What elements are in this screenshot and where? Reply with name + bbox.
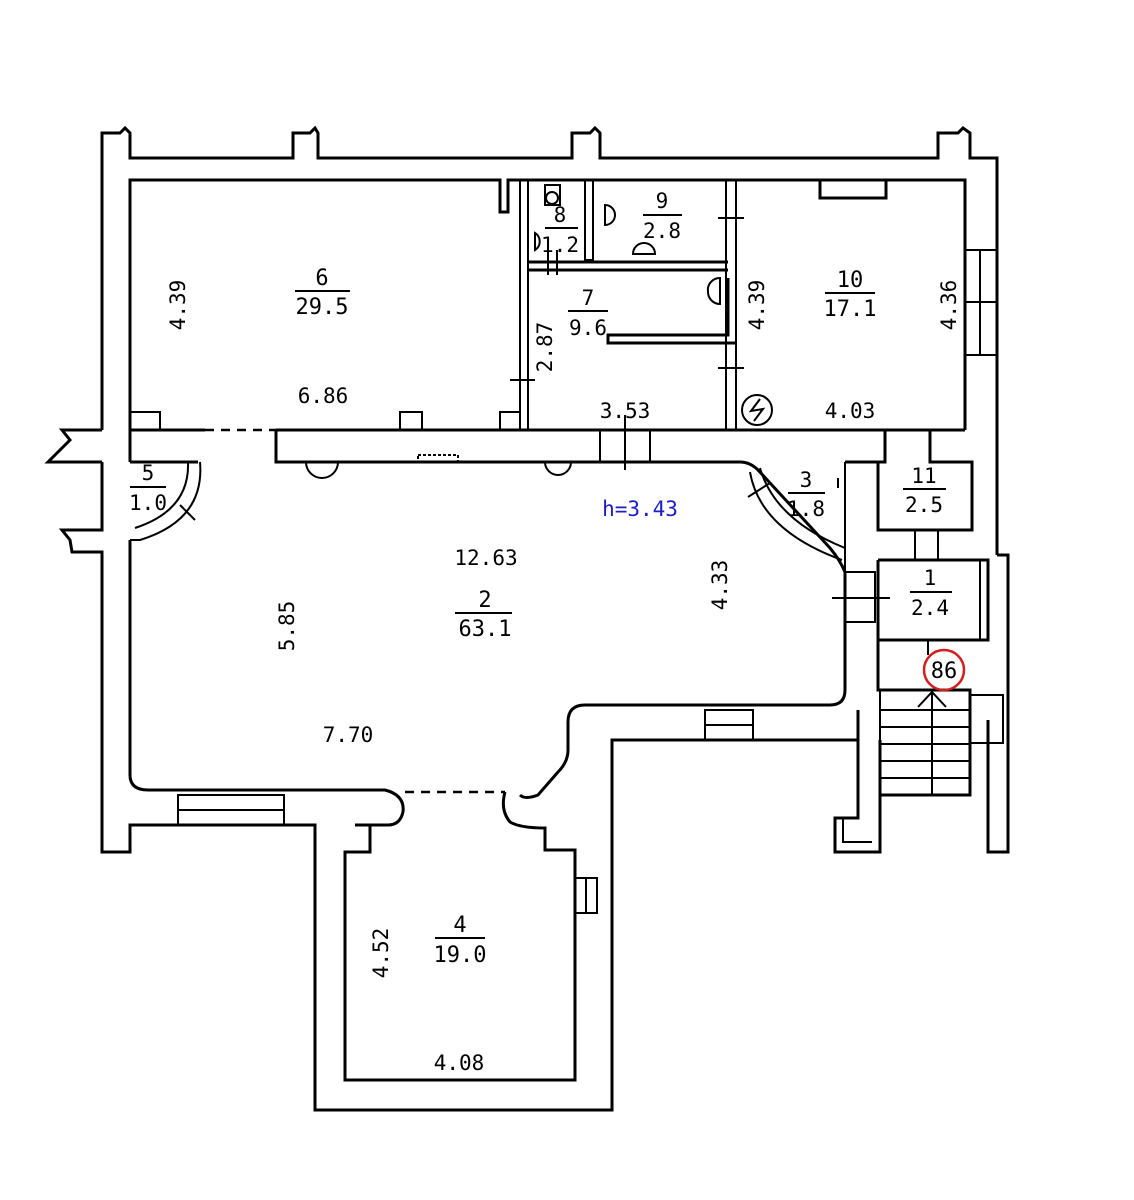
room-number: 1 xyxy=(924,566,937,590)
room-3-label: 3 1.8 xyxy=(787,468,825,521)
staircase xyxy=(833,553,1010,854)
room-number: 8 xyxy=(554,203,567,227)
dim-hall-top: 12.63 xyxy=(454,546,517,570)
dim-hall-right: 4.33 xyxy=(708,560,732,611)
room-area: 1.0 xyxy=(129,491,167,515)
room-7-label: 7 9.6 xyxy=(568,286,608,340)
room-area: 2.8 xyxy=(643,219,681,243)
room-number: 11 xyxy=(911,464,936,488)
rooms-11-1 xyxy=(876,430,990,655)
dim-room6-height: 4.39 xyxy=(166,280,190,331)
room-area: 2.4 xyxy=(911,596,949,620)
room-4-label: 4 19.0 xyxy=(434,913,487,968)
ceiling-height: h=3.43 xyxy=(602,497,678,521)
room-area: 9.6 xyxy=(569,316,607,340)
room-9-label: 9 2.8 xyxy=(643,189,682,243)
outer-walls xyxy=(44,125,999,1112)
room-area: 1.8 xyxy=(787,497,825,521)
marker-label: 86 xyxy=(931,659,958,684)
dim-corridor-width: 3.53 xyxy=(600,399,651,423)
room-area: 63.1 xyxy=(459,617,512,642)
dim-room4-width: 4.08 xyxy=(434,1051,485,1075)
room-number: 4 xyxy=(453,913,466,938)
room-labels: 6 29.5 8 1.2 9 2.8 7 9.6 10 17.1 5 1.0 xyxy=(129,189,952,968)
room-area: 2.5 xyxy=(905,493,943,517)
dim-room10-right: 4.36 xyxy=(937,280,961,331)
room-5-label: 5 1.0 xyxy=(129,461,167,515)
dim-room7-height: 2.87 xyxy=(533,322,557,373)
dim-room10-width: 4.03 xyxy=(825,399,876,423)
room-area: 19.0 xyxy=(434,943,487,968)
dim-hall-left: 5.85 xyxy=(275,601,299,652)
room-number: 7 xyxy=(582,286,595,310)
dimension-labels: 4.39 6.86 2.87 3.53 4.39 4.36 4.03 h=3.4… xyxy=(166,280,961,1075)
room-8-label: 8 1.2 xyxy=(541,203,579,257)
room-number: 6 xyxy=(315,266,328,291)
room-number: 3 xyxy=(800,468,813,492)
dim-hall-bottom: 7.70 xyxy=(323,723,374,747)
room-number: 9 xyxy=(656,189,669,213)
room-number: 10 xyxy=(837,268,864,293)
dim-room10-left: 4.39 xyxy=(745,280,769,331)
dim-room4-height: 4.52 xyxy=(369,928,393,979)
room-10-label: 10 17.1 xyxy=(824,268,877,322)
room-number: 5 xyxy=(142,461,155,485)
room-area: 1.2 xyxy=(541,233,579,257)
dim-room6-width: 6.86 xyxy=(298,384,349,408)
room-area: 17.1 xyxy=(824,297,877,322)
room-11-label: 11 2.5 xyxy=(903,464,946,517)
room-2-label: 2 63.1 xyxy=(455,588,512,642)
top-partitions xyxy=(129,179,998,479)
room-number: 2 xyxy=(478,588,491,613)
room-6-label: 6 29.5 xyxy=(295,266,350,320)
room3-door xyxy=(747,460,878,572)
room5-walls xyxy=(130,460,202,541)
room-area: 29.5 xyxy=(296,295,349,320)
room-1-label: 1 2.4 xyxy=(910,566,952,620)
marker-circle xyxy=(922,648,966,692)
